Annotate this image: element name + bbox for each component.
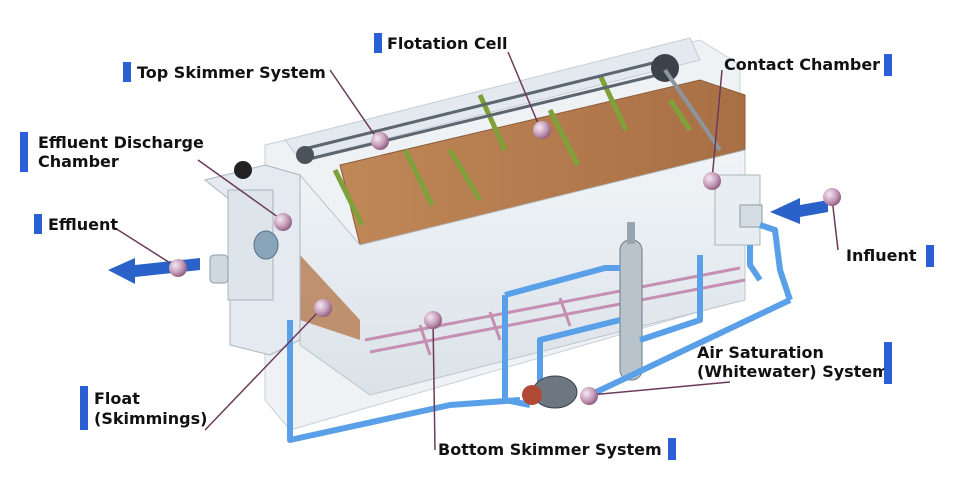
influent-pipe-stub: [739, 204, 763, 228]
leader-lines: [114, 51, 839, 451]
flow-arrow-influent-icon: [770, 198, 828, 224]
accent-bar-effluent: [34, 214, 42, 234]
drive-sprocket: [651, 54, 679, 82]
accent-bar-effluent-discharge: [20, 132, 28, 172]
accent-bar-contact: [884, 54, 892, 76]
label-bottom-skimmer-system: Bottom Skimmer System: [438, 440, 662, 459]
accent-bar-float: [80, 386, 88, 430]
skimmer-chain: [299, 58, 671, 162]
drive-shaft: [663, 68, 722, 152]
label-float-line1: Float: [94, 389, 140, 408]
motor-dark: [234, 161, 252, 179]
pump-icon: [522, 375, 578, 409]
label-top-skimmer-system: Top Skimmer System: [137, 63, 326, 82]
effluent-pipe-rim: [253, 230, 279, 260]
accent-bar-influent: [926, 245, 934, 267]
label-effluent-discharge-line1: Effluent Discharge: [38, 133, 204, 152]
effluent-outlet: [209, 254, 229, 284]
sludge-layer: [339, 79, 746, 246]
accent-bar-air-saturation: [884, 342, 892, 384]
label-float-line2: (Skimmings): [94, 409, 208, 428]
accent-bar-top-skimmer: [123, 62, 131, 82]
label-contact-chamber: Contact Chamber: [724, 55, 881, 74]
accent-bar-flotation: [374, 33, 382, 53]
accent-bar-bottom-skimmer: [668, 438, 676, 460]
pipework: [287, 222, 793, 443]
callout-markers: [169, 121, 841, 405]
label-influent: Influent: [846, 246, 917, 265]
label-effluent-discharge-line2: Chamber: [38, 152, 119, 171]
front-wall: [299, 149, 746, 396]
bottom-sludge: [300, 255, 360, 340]
label-flotation-cell: Flotation Cell: [387, 34, 508, 53]
label-effluent: Effluent: [48, 215, 119, 234]
label-air-saturation-line1: Air Saturation: [697, 343, 824, 362]
label-air-saturation-line2: (Whitewater) System: [697, 362, 889, 381]
saturator-icon: [619, 222, 643, 381]
idler-sprocket: [296, 146, 314, 164]
